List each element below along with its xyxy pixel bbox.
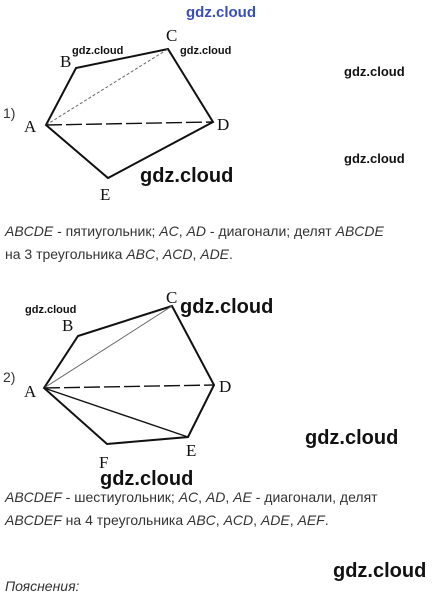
diagonal-label: AD: [205, 489, 226, 505]
pentagon-figure: 1) A B C D E: [3, 26, 229, 204]
vertex-c-1: C: [166, 26, 177, 45]
vertex-b-2: B: [62, 316, 73, 335]
pentagon-outline: [44, 47, 215, 180]
vertex-d-1: D: [217, 115, 229, 134]
watermark-right-2: gdz.cloud: [344, 151, 405, 166]
triangle-label: ACD: [223, 512, 254, 528]
caption-hexagon: ABCDEF - шестиугольник; AC, AD, AE - диа…: [5, 486, 443, 532]
diagonal-ac-1: [45, 48, 169, 126]
explanation-heading: Пояснения:: [5, 578, 80, 594]
diagonal-label: AC: [159, 223, 179, 239]
diagonal-ad-2: [43, 384, 215, 389]
caption-text: на 3 треугольника: [5, 246, 127, 262]
caption-text: ,: [289, 512, 298, 528]
vertex-d-2: D: [219, 377, 231, 396]
caption-text: ,: [198, 489, 206, 505]
watermark-top: gdz.cloud: [186, 4, 256, 21]
watermark-fig2-f: gdz.cloud: [100, 468, 193, 490]
caption-text: на 4 треугольника: [61, 512, 187, 528]
figure2-number: 2): [3, 369, 15, 385]
caption-pentagon: ABCDE - пятиугольник; AC, AD - диагонали…: [5, 220, 443, 266]
triangle-label: ADE: [260, 512, 290, 528]
vertex-c-2: C: [166, 288, 177, 307]
caption-text: ,: [253, 512, 261, 528]
caption-text: - диагонали; делят: [205, 223, 336, 239]
watermark-right-1: gdz.cloud: [344, 64, 405, 79]
triangle-label: ABC: [126, 246, 156, 262]
watermark-fig2-right: gdz.cloud: [305, 427, 398, 449]
caption-text: - диагонали, делят: [251, 489, 378, 505]
vertex-f-2: F: [99, 453, 108, 472]
hexagon-name: ABCDEF: [5, 489, 62, 505]
diagonal-label: AC: [178, 489, 199, 505]
caption-text: ,: [155, 246, 163, 262]
caption-text: - шестиугольник;: [61, 489, 179, 505]
caption-text: - пятиугольник;: [53, 223, 160, 239]
diagonal-ad-1: [45, 121, 214, 126]
hexagon-name: ABCDEF: [5, 512, 62, 528]
vertex-e-2: E: [186, 441, 196, 460]
pentagon-name: ABCDE: [5, 223, 54, 239]
diagonal-ac-2: [43, 305, 173, 389]
vertex-b-1: B: [60, 52, 71, 71]
diagonal-label: AE: [233, 489, 252, 505]
triangle-label: ADE: [200, 246, 230, 262]
triangle-label: AEF: [297, 512, 325, 528]
watermark-fig2-b: gdz.cloud: [25, 304, 76, 316]
watermark-bottom: gdz.cloud: [333, 560, 426, 582]
pentagon-name: ABCDE: [335, 223, 384, 239]
vertex-a-1: A: [24, 117, 37, 136]
vertex-e-1: E: [100, 185, 110, 204]
caption-text: ,: [178, 223, 187, 239]
vertex-a-2: A: [24, 382, 37, 401]
triangle-label: ABC: [187, 512, 216, 528]
watermark-c: gdz.cloud: [180, 45, 231, 57]
caption-text: ,: [225, 489, 234, 505]
watermark-fig1: gdz.cloud: [140, 165, 233, 187]
diagonal-ae-2: [43, 387, 189, 438]
caption-text: ,: [192, 246, 201, 262]
triangle-label: ACD: [162, 246, 193, 262]
caption-text: .: [324, 512, 329, 528]
diagonal-label: AD: [186, 223, 206, 239]
watermark-fig2-c: gdz.cloud: [180, 296, 273, 318]
watermark-b: gdz.cloud: [72, 45, 123, 57]
caption-text: .: [229, 246, 233, 262]
caption-text: ,: [215, 512, 224, 528]
hexagon-figure: 2) A B C D E F: [3, 288, 231, 472]
figure1-number: 1): [3, 105, 15, 121]
